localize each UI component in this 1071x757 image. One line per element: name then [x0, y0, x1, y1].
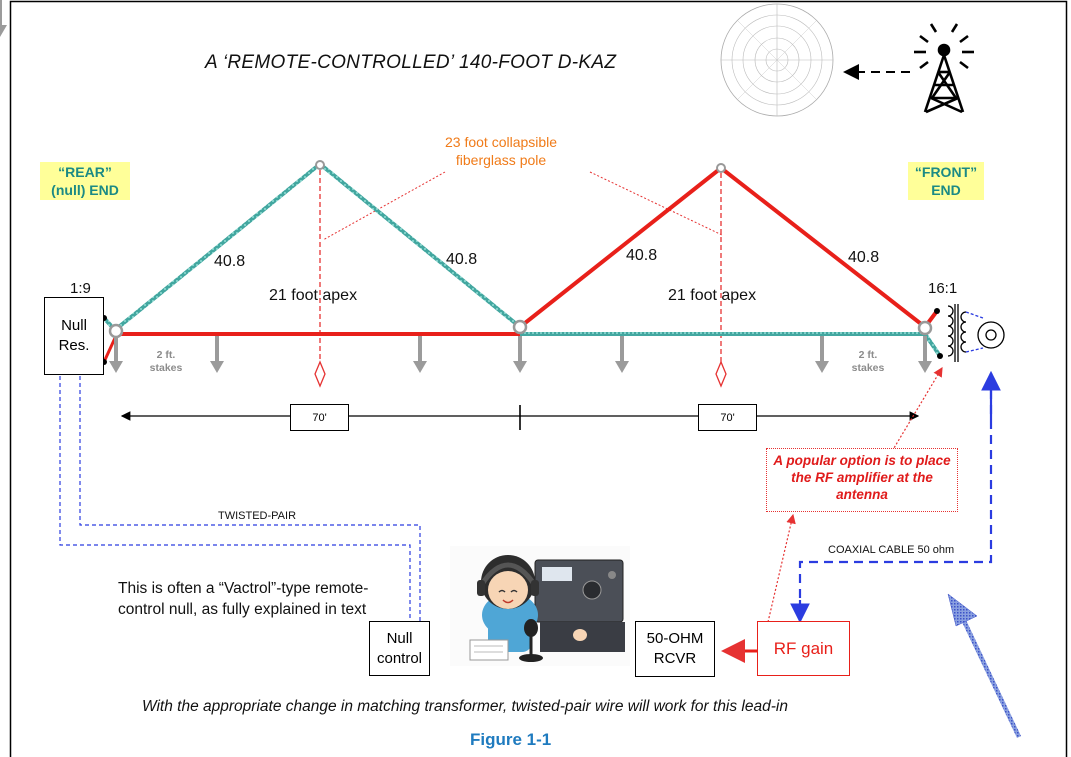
ring-front — [917, 320, 933, 336]
rear-end-line-2: (null) END — [51, 182, 119, 198]
span-label-right: 70' — [698, 404, 757, 431]
rf-gain-box: RF gain — [757, 621, 850, 676]
front-end-line-2: END — [931, 182, 961, 198]
apex-label: 21 foot apex — [269, 287, 358, 304]
null-control-line-2: control — [376, 649, 423, 667]
rear-end-line-1: “REAR” — [58, 164, 112, 180]
pole-leader-left — [322, 171, 446, 241]
receiver-line-1: 50-OHM — [646, 630, 704, 647]
coax-label: COAXIAL CABLE 50 ohm — [828, 544, 955, 556]
vactrol-note: This is often a “Vactrol”-type remote-co… — [118, 580, 369, 618]
rear-end-label: “REAR” (null) END — [40, 162, 130, 200]
apex-ring-left — [315, 160, 325, 170]
stakes-label-left: 2 ft. stakes — [143, 349, 189, 375]
apex-ring-right — [716, 163, 726, 173]
amp-pointer-antenna — [887, 366, 943, 459]
null-transformer-ratio: 1:9 — [70, 280, 91, 297]
null-res-line-1: Null — [61, 317, 87, 334]
matching-transformer-icon — [947, 304, 984, 362]
receiver-box: 50-OHM RCVR — [635, 621, 715, 677]
segment-label: 40.8 — [626, 247, 658, 264]
pole-note-line-1: 23 foot collapsible — [445, 134, 558, 150]
stakes-line-2: stakes — [149, 362, 183, 374]
pole-leader-right — [589, 171, 723, 236]
stakes-line-1: 2 ft. — [156, 349, 176, 361]
rf-amp-note: A popular option is to place the RF ampl… — [766, 448, 958, 512]
null-res-line-2: Res. — [58, 337, 90, 354]
amp-pointer — [767, 513, 796, 623]
segment-label: 40.8 — [446, 251, 478, 268]
polar-pattern-icon — [720, 3, 834, 117]
ground-stakes — [0, 0, 932, 373]
segment-label: 40.8 — [214, 253, 246, 270]
ring-center — [512, 319, 528, 335]
twisted-pair-label: TWISTED-PAIR — [218, 510, 297, 522]
span-label-left: 70' — [290, 404, 349, 431]
pole-base-right — [715, 360, 727, 388]
null-resistor-box: Null Res. — [44, 297, 104, 375]
front-end-line-1: “FRONT” — [914, 164, 978, 180]
pole-note: 23 foot collapsible fiberglass pole — [445, 133, 557, 169]
coax-cable-line — [798, 375, 993, 617]
pointer-arrow — [947, 593, 1021, 738]
twisted-pair-line — [59, 376, 421, 622]
stakes-line-2: stakes — [851, 362, 885, 374]
figure-caption: With the appropriate change in matching … — [142, 698, 788, 715]
page-border — [9, 0, 1068, 757]
radio-operator-icon — [450, 546, 630, 666]
dimension-lines — [120, 405, 920, 430]
pole-base-left — [314, 360, 326, 388]
stakes-line-1: 2 ft. — [858, 349, 878, 361]
radio-tower-icon — [914, 23, 974, 114]
coax-connector-icon — [977, 321, 1005, 349]
front-end-label: “FRONT” END — [908, 162, 984, 200]
segment-label: 40.8 — [848, 249, 880, 266]
apex-label: 21 foot apex — [668, 287, 757, 304]
matching-transformer-ratio: 16:1 — [928, 280, 958, 297]
figure-label: Figure 1-1 — [470, 730, 552, 749]
diagram-title: A ‘REMOTE-CONTROLLED’ 140-FOOT D-KAZ — [205, 52, 617, 73]
receiver-line-2: RCVR — [653, 650, 697, 667]
null-control-line-1: Null — [386, 629, 413, 647]
ring-rear — [108, 323, 124, 339]
pole-note-line-2: fiberglass pole — [455, 152, 547, 168]
stakes-label-right: 2 ft. stakes — [845, 349, 891, 375]
null-control-box: Null control — [369, 621, 430, 676]
